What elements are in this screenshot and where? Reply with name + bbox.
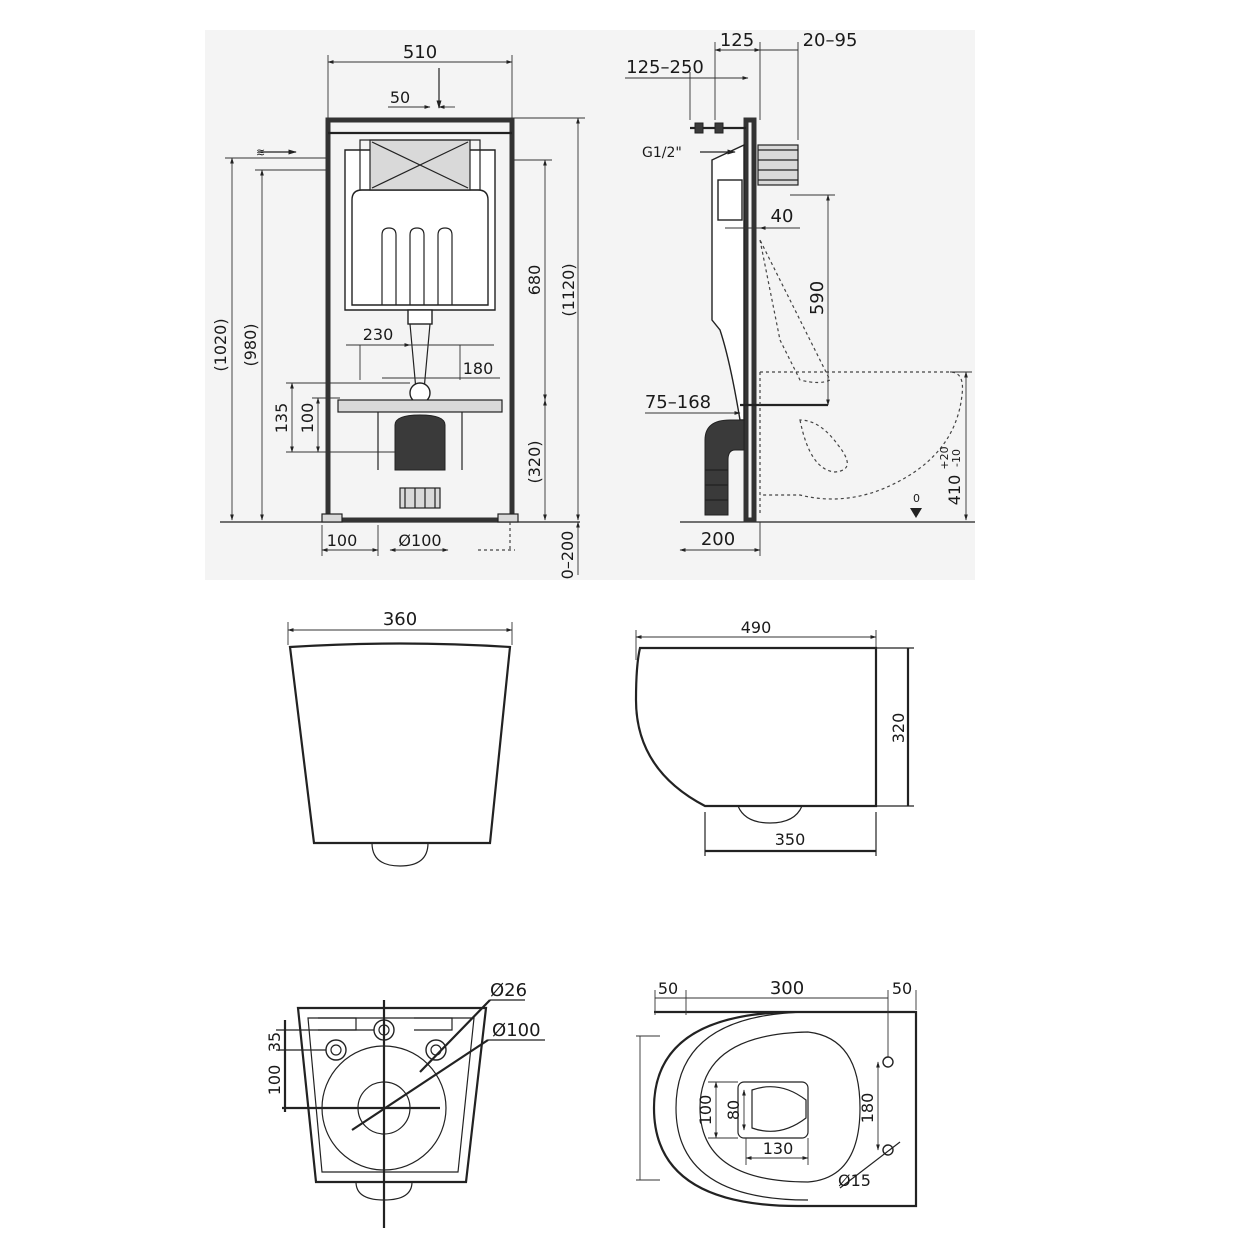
bowl-front-view: 360 (287, 609, 513, 867)
dim-0-200: 0–200 (558, 531, 577, 580)
dim-50-right: 50 (892, 979, 912, 998)
dim-125-250: 125–250 (626, 57, 704, 78)
dim-180: 180 (858, 1093, 877, 1124)
dim-125: 125 (720, 30, 754, 51)
dim-135: 135 (272, 403, 291, 434)
svg-text:≋: ≋ (256, 146, 265, 159)
frame-front-view: ≋ 510 50 (1120) 680 (320) (1020) (980) (211, 42, 585, 579)
height-410: 410 (945, 475, 964, 506)
dim-490: 490 (741, 618, 772, 637)
dim-diameter-100: Ø100 (398, 531, 441, 550)
dim-590: 590 (807, 281, 828, 315)
drawing-background (205, 30, 975, 580)
dim-100: 100 (696, 1095, 715, 1126)
dim-40: 40 (771, 206, 794, 227)
dim-80: 80 (724, 1100, 743, 1120)
bowl-rear-view: 35 100 Ø26 Ø100 (265, 980, 545, 1228)
dim-230: 230 (363, 325, 394, 344)
diameter-26: Ø26 (490, 980, 527, 1001)
dim-35: 35 (265, 1032, 284, 1052)
dim-300: 300 (770, 978, 804, 999)
dim-980: (980) (241, 323, 260, 366)
dim-100: 100 (265, 1065, 284, 1096)
dim-1020: (1020) (211, 318, 230, 371)
dim-50-left: 50 (658, 979, 678, 998)
diameter-100: Ø100 (492, 1020, 541, 1041)
dim-680: 680 (525, 265, 544, 296)
zero-level: 0 (913, 492, 920, 505)
tolerance-minus: -10 (950, 449, 963, 467)
dim-320: 320 (889, 713, 908, 744)
inlet-label: G1/2" (642, 145, 682, 161)
frame-side-view: 125 20–95 125–250 G1/2" 40 590 75–168 20… (625, 30, 975, 556)
dim-200: 200 (701, 529, 735, 550)
dim-1120: (1120) (559, 263, 578, 316)
dim-100-horizontal: 100 (327, 531, 358, 550)
dim-510: 510 (403, 42, 437, 63)
dim-180: 180 (463, 359, 494, 378)
diameter-15: Ø15 (838, 1171, 871, 1190)
dim-130: 130 (763, 1139, 794, 1158)
tolerance-plus: +20 (938, 446, 951, 469)
bowl-side-view: 490 320 350 (634, 618, 914, 856)
bowl-top-view: 50 300 50 180 100 80 130 Ø15 (636, 978, 918, 1208)
dim-320: (320) (525, 440, 544, 483)
dim-360: 360 (383, 609, 417, 630)
dim-50: 50 (390, 88, 410, 107)
dim-75-168: 75–168 (645, 392, 711, 413)
dim-20-95: 20–95 (803, 30, 858, 51)
dim-350: 350 (775, 830, 806, 849)
dim-100-vertical: 100 (298, 403, 317, 434)
